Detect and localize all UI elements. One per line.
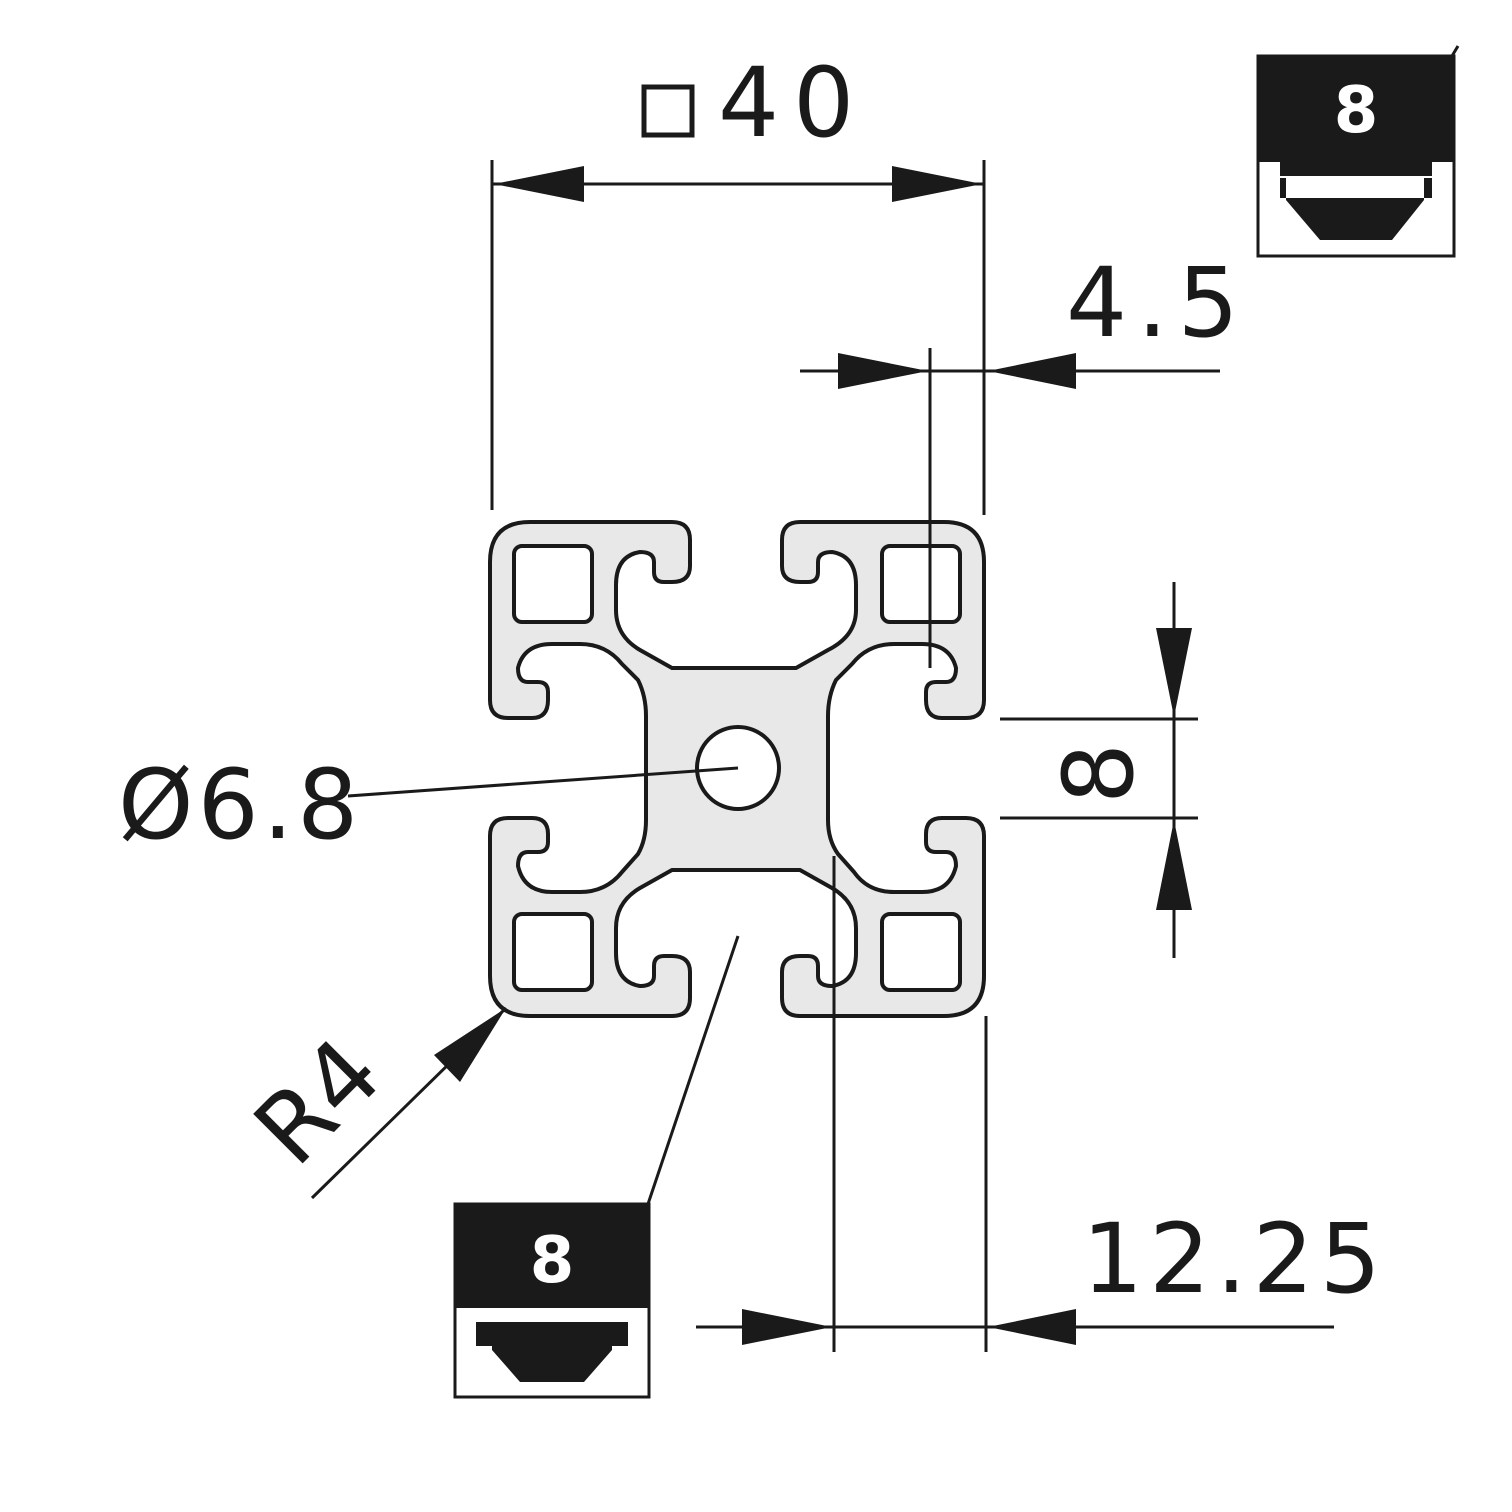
slot-badge-bottom: 8 [453,1202,651,1399]
slot-badge-bottom-label: 8 [530,1224,575,1298]
cavity-top-left [512,544,594,624]
offset-value: 4.5 [1066,247,1249,359]
groove-offset-value: 12.25 [1082,1203,1387,1315]
cavity-top-right [880,544,962,624]
width-value: 40 [718,47,868,159]
t-slot-nut-icon [476,1322,628,1382]
bore-value: Ø6.8 [118,749,362,861]
radius-value: R4 [233,1017,403,1187]
slot-badge-top: 8 [1256,45,1460,258]
slot-badge-top-label: 8 [1334,74,1379,148]
cavity-bottom-right [880,912,962,992]
square-symbol-icon [641,84,695,138]
t-slot-nut-icon [1278,162,1442,240]
slot-width-value: 8 [1043,743,1155,804]
arrowheads [434,166,1192,1345]
width-dimension-label: 40 [641,47,868,159]
cavity-bottom-left [512,912,594,992]
